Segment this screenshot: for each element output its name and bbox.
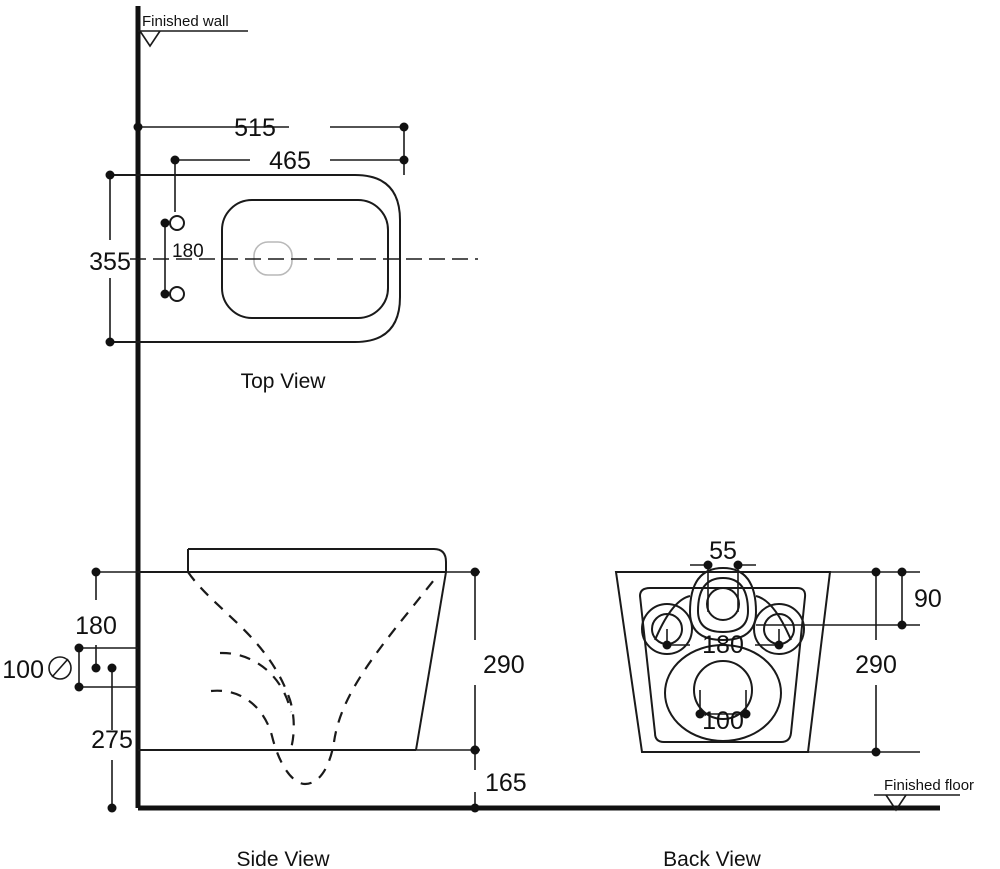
dim-side-180-text: 180: [75, 612, 117, 640]
dim-side-100-text: 100: [2, 656, 44, 684]
finished-floor-group: Finished floor: [138, 777, 974, 812]
top-view: 515 465 355: [89, 114, 478, 393]
dim-back-55-group: 55: [690, 537, 756, 612]
dim-side-290-group: 290: [416, 567, 525, 755]
dim-side-275-group: 275: [91, 663, 133, 813]
back-view-label: Back View: [663, 848, 761, 869]
dim-top-180-terminator-bottom: [160, 289, 170, 299]
dim-side-165-terminator-bottom: [470, 803, 480, 813]
dim-side-275-terminator-top: [107, 663, 117, 673]
dim-back-290-text: 290: [855, 651, 897, 679]
dim-side-180-terminator-bottom: [91, 663, 101, 673]
dim-back-180-terminator-left: [662, 640, 672, 650]
dim-back-90-group: 90: [756, 567, 942, 630]
side-view-trap-hidden-2: [219, 651, 293, 713]
side-view-trap-hidden-4: [332, 579, 435, 743]
dim-top-180-group: 180: [160, 218, 204, 299]
dim-side-290-terminator-top: [470, 567, 480, 577]
dim-515-terminator-left: [133, 122, 143, 132]
dim-side-100-terminator-bottom: [74, 682, 84, 692]
dim-back-90-terminator-top: [897, 567, 907, 577]
dim-back-180-text: 180: [702, 631, 744, 659]
finished-wall-group: Finished wall: [135, 6, 248, 808]
dim-back-100-text: 100: [702, 707, 744, 735]
side-view-front-face: [415, 571, 447, 751]
dim-355-terminator-top: [105, 170, 115, 180]
dim-back-55-text: 55: [709, 537, 737, 565]
finished-wall-marker-icon: [139, 30, 161, 48]
dim-back-100-terminator-left: [695, 709, 705, 719]
back-view-flush-inlet-outer: [688, 566, 758, 642]
dim-side-165-text: 165: [485, 769, 527, 797]
dim-side-180-terminator-top: [91, 567, 101, 577]
back-view-waste-bore: [693, 660, 753, 720]
dim-back-90-terminator-bottom: [897, 620, 907, 630]
dim-465-terminator-left: [170, 155, 180, 165]
side-view: 180 100 275: [2, 548, 527, 869]
back-view: 55 180 100: [614, 537, 942, 869]
dim-side-165-terminator-top: [470, 745, 480, 755]
dim-355-group: 355: [89, 170, 178, 347]
finished-floor-label: Finished floor: [884, 777, 974, 794]
side-view-trap-hidden-1: [187, 571, 295, 753]
dim-back-100-terminator-right: [741, 709, 751, 719]
top-view-fixing-hole-lower: [169, 286, 185, 302]
dim-515-text: 515: [234, 114, 276, 142]
dim-back-180-group: 180: [662, 629, 784, 659]
back-view-fixing-boss-left-outer: [641, 603, 693, 655]
back-view-waste-boss-outer: [664, 644, 782, 742]
dim-back-90-text: 90: [914, 585, 942, 613]
dim-back-290-terminator-top: [871, 567, 881, 577]
top-view-label: Top View: [241, 370, 327, 393]
dim-side-290-text: 290: [483, 651, 525, 679]
finished-wall-label: Finished wall: [142, 13, 229, 30]
dim-side-275-terminator-bottom: [107, 803, 117, 813]
dim-back-290-terminator-bottom: [871, 747, 881, 757]
finished-floor-marker-icon: [885, 794, 907, 812]
dim-side-180-group: 180: [75, 567, 138, 673]
back-view-panel-wing-left: [654, 595, 691, 641]
top-view-fixing-hole-upper: [169, 215, 185, 231]
side-view-trap-hidden-3: [210, 689, 336, 786]
dim-back-100-group: 100: [695, 690, 751, 735]
dim-465-text: 465: [269, 147, 311, 175]
dim-515-terminator-right: [399, 122, 409, 132]
back-view-flush-inlet-mid: [696, 576, 750, 634]
dim-side-100-group: 100: [2, 643, 138, 692]
dim-515-group: 515: [133, 114, 409, 175]
dim-back-55-terminator-right: [733, 560, 743, 570]
back-view-panel-wing-right: [755, 595, 792, 641]
dim-side-275-text: 275: [91, 726, 133, 754]
dim-side-100-terminator-top: [74, 643, 84, 653]
dim-back-55-terminator-left: [703, 560, 713, 570]
back-view-flush-inlet-bore: [706, 587, 740, 621]
dim-355-terminator-bottom: [105, 337, 115, 347]
dim-465-group: 465: [170, 147, 409, 212]
dim-back-180-terminator-right: [774, 640, 784, 650]
diameter-symbol-slash-icon: [51, 658, 69, 678]
top-view-outer-outline: [110, 174, 401, 343]
dim-side-165-group: 165: [470, 745, 527, 813]
diameter-symbol-circle-icon: [48, 656, 72, 680]
dim-465-terminator-right: [399, 155, 409, 165]
dim-355-text: 355: [89, 248, 131, 276]
side-view-seat-top: [188, 548, 447, 572]
back-view-fixing-boss-right-outer: [753, 603, 805, 655]
dim-back-290-group: 290: [808, 567, 920, 757]
dim-top-180-terminator-top: [160, 218, 170, 228]
back-view-inner-panel: [638, 587, 807, 743]
dim-top-180-text: 180: [172, 241, 204, 262]
side-view-label: Side View: [236, 848, 330, 869]
